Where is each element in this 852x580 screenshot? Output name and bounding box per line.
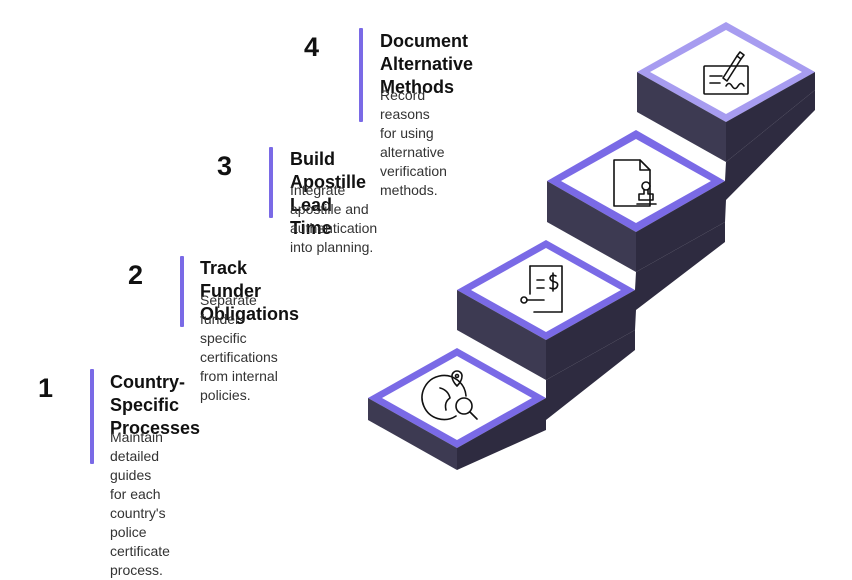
dollar-document-icon [520,265,563,313]
step-3-number: 3 [217,151,233,181]
step-1-description: Maintain detailed guides for each countr… [110,429,170,578]
staircase-diagram [368,22,815,470]
step-3-description: Integrate apostille and authentication i… [290,182,378,255]
step-3-accent-bar [269,147,273,218]
step-2-description: Separate funder-specific certifications … [200,292,278,403]
step-4-accent-bar [359,28,363,122]
step-4-description: Record reasons for using alternative ver… [380,87,447,198]
step-4-number: 4 [304,32,320,62]
stair-block-4 [637,22,815,162]
step-1-accent-bar [90,369,94,464]
pen-signature-icon [703,51,749,95]
stair-block-1 [368,330,635,470]
globe-search-icon [421,370,478,421]
step-3-title: Build Apostille Lead Time [290,149,367,238]
step-1-number: 1 [38,373,54,403]
stair-block-2 [457,222,725,380]
step-2-accent-bar [180,256,184,327]
step-2-number: 2 [128,260,144,290]
step-2-title: Track Funder Obligations [200,258,299,324]
stair-block-3 [547,90,815,272]
step-1-title: Country-Specific Processes [110,372,201,438]
step-4-title: Document Alternative Methods [380,31,474,97]
stamp-document-icon [613,159,657,207]
